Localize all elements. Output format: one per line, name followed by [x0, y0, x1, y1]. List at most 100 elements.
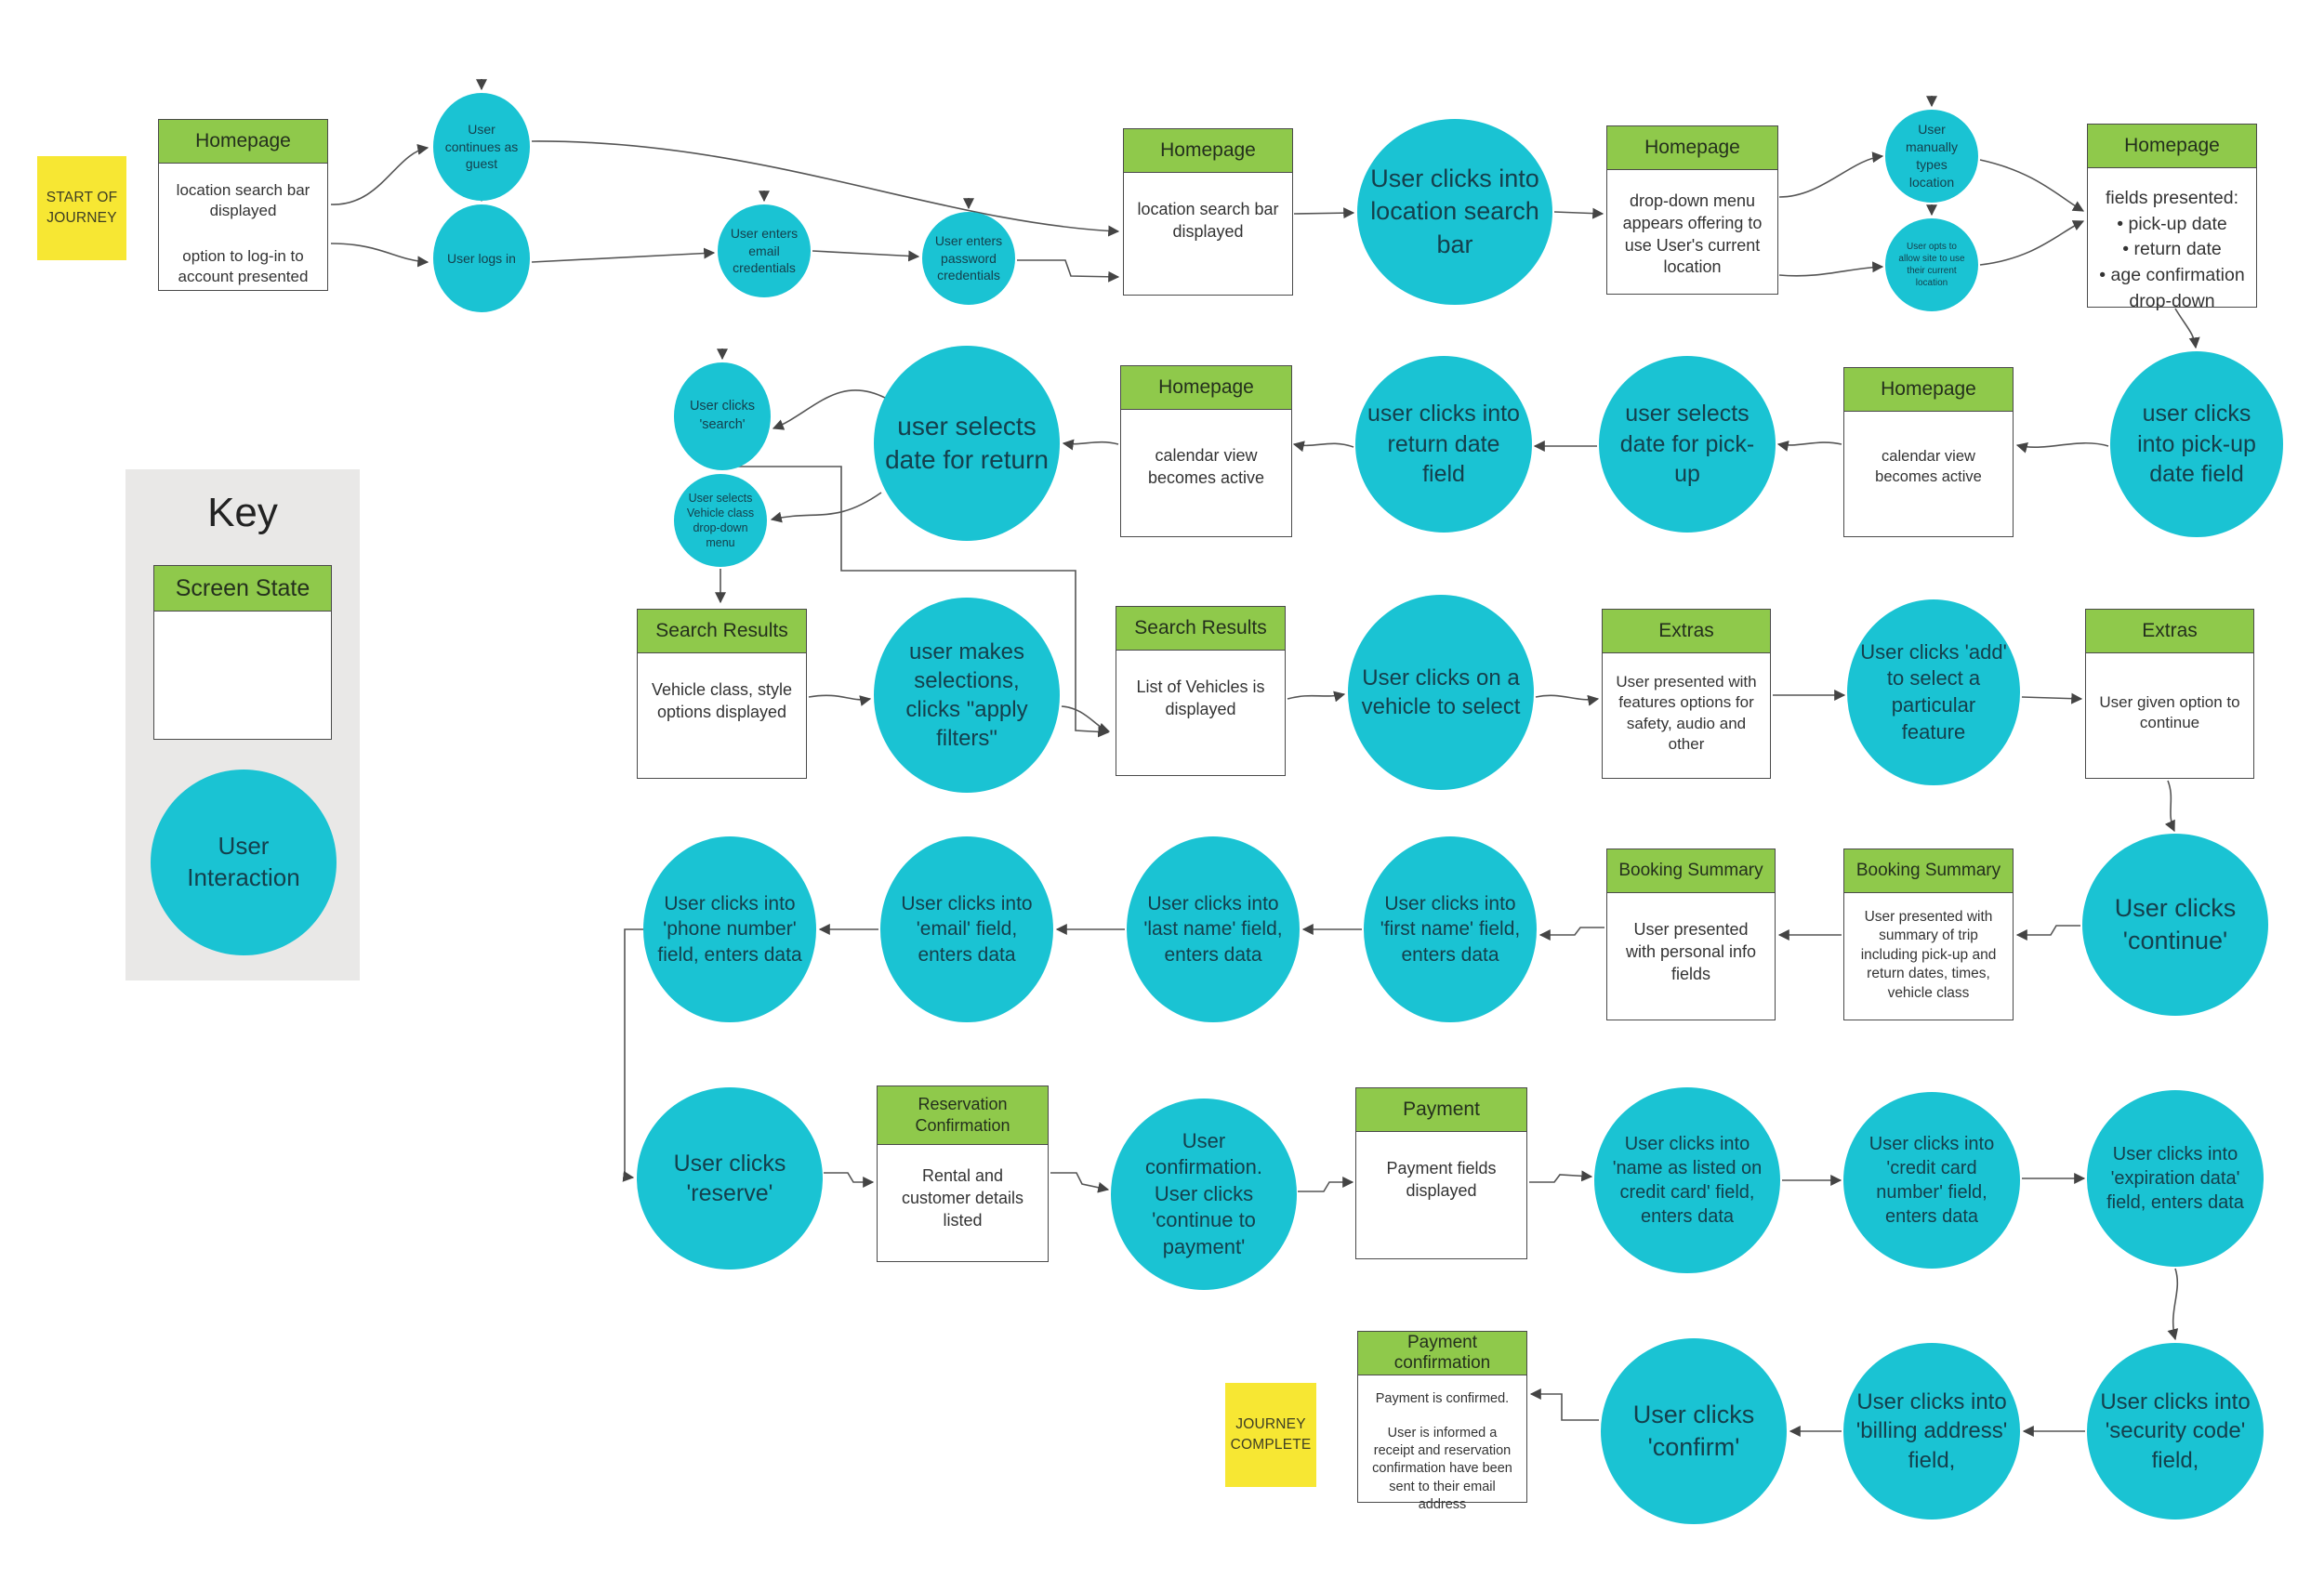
box-body: calendar view becomes active [1875, 448, 1982, 485]
circle-user-clicks-continue[interactable]: User clicks 'continue' [2082, 834, 2268, 1016]
screen-box-extras-continue[interactable]: Extras User given option to continue [2085, 609, 2254, 779]
circle-user-continues-to-payment[interactable]: User confirmation. User clicks 'continue… [1111, 1099, 1297, 1290]
circle-user-continues-as-guest[interactable]: User continues as guest [433, 93, 530, 201]
circle-user-enters-email-credentials[interactable]: User enters email credentials [718, 204, 811, 297]
box-header: Payment confirmation [1358, 1332, 1526, 1375]
connector-pay-namecc [1529, 1170, 1593, 1183]
screen-box-reservation-confirmation[interactable]: Reservation Confirmation Rental and cust… [877, 1085, 1049, 1262]
circle-user-manually-types-location[interactable]: User manually types location [1885, 110, 1978, 203]
circle-label: User clicks into 'first name' field, ent… [1380, 893, 1521, 966]
circle-user-clicks-reserve[interactable]: User clicks 'reserve' [637, 1087, 823, 1270]
connector-hp1-login [330, 243, 429, 268]
note-label: JOURNEY COMPLETE [1230, 1415, 1312, 1453]
circle-user-enters-security-code[interactable]: User clicks into 'security code' field, [2087, 1343, 2264, 1520]
circle-label: user selects date for return [885, 411, 1049, 474]
connector-emailcred-passcred [812, 250, 920, 262]
circle-user-enters-expiration[interactable]: User clicks into 'expiration data' field… [2087, 1090, 2264, 1267]
screen-box-search-results-filters[interactable]: Search Results Vehicle class, style opti… [637, 609, 807, 779]
circle-user-enters-phone-number[interactable]: User clicks into 'phone number' field, e… [643, 836, 816, 1022]
circle-label: User clicks into 'billing address' field… [1855, 1389, 2008, 1473]
key-title: Key [207, 490, 278, 535]
circle-label: User clicks into 'name as listed on cred… [1612, 1134, 1763, 1227]
screen-box-booking-summary-trip[interactable]: Booking Summary User presented with summ… [1843, 849, 2014, 1020]
circle-user-enters-cc-number[interactable]: User clicks into 'credit card number' fi… [1843, 1092, 2020, 1269]
box-header: Homepage [1124, 129, 1292, 173]
circle-user-enters-last-name[interactable]: User clicks into 'last name' field, ente… [1127, 836, 1300, 1022]
box-body: Rental and customer details listed [901, 1166, 1024, 1230]
circle-user-clicks-search[interactable]: User clicks 'search' [674, 362, 771, 470]
journey-complete-note[interactable]: JOURNEY COMPLETE [1225, 1383, 1316, 1487]
circle-label: User clicks into location search bar [1370, 164, 1539, 258]
connector-locbar-hp3 [1553, 207, 1604, 219]
circle-label: User clicks 'continue' [2114, 893, 2237, 954]
circle-label: User clicks on a vehicle to select [1361, 664, 1521, 719]
circle-user-logs-in[interactable]: User logs in [433, 204, 530, 312]
circle-user-enters-cc-name[interactable]: User clicks into 'name as listed on cred… [1594, 1087, 1780, 1273]
screen-box-homepage-searchbar[interactable]: Homepage location search bar displayed [1123, 128, 1293, 296]
box-header: Screen State [154, 566, 331, 612]
connector-passcred-hp2 [1017, 259, 1120, 283]
key-screen-state-sample[interactable]: Screen State [153, 565, 332, 740]
circle-user-enters-billing-address[interactable]: User clicks into 'billing address' field… [1843, 1343, 2020, 1520]
box-body: location search bar displayed [1137, 200, 1279, 241]
circle-user-selects-pickup-date[interactable]: user selects date for pick-up [1599, 356, 1776, 533]
circle-user-enters-first-name[interactable]: User clicks into 'first name' field, ent… [1364, 836, 1537, 1022]
circle-user-selects-vehicle-class[interactable]: User selects Vehicle class drop-down men… [674, 474, 767, 567]
connector-payconf-pay [1298, 1177, 1354, 1192]
box-header: Homepage [2088, 125, 2256, 168]
circle-user-clicks-return-date-field[interactable]: user clicks into return date field [1355, 356, 1532, 533]
circle-user-enters-password-credentials[interactable]: User enters password credentials [922, 212, 1015, 305]
circle-user-clicks-pickup-date-field[interactable]: user clicks into pick-up date field [2110, 351, 2283, 537]
start-of-journey-note[interactable]: START OF JOURNEY [37, 156, 126, 260]
box-body: User given option to continue [2099, 693, 2240, 732]
screen-box-extras-features[interactable]: Extras User presented with features opti… [1602, 609, 1771, 779]
connector-guest-hp2 [531, 140, 1120, 237]
circle-user-applies-filters[interactable]: user makes selections, clicks "apply fil… [874, 598, 1060, 793]
box-header: Homepage [159, 120, 327, 164]
box-header: Extras [1603, 610, 1770, 653]
circle-label: User clicks into 'expiration data' field… [2106, 1144, 2244, 1213]
circle-label: User clicks into 'last name' field, ente… [1143, 893, 1283, 966]
box-header: Homepage [1844, 368, 2013, 412]
circle-label: user clicks into return date field [1367, 401, 1520, 488]
circle-user-clicks-location-search-bar[interactable]: User clicks into location search bar [1357, 119, 1552, 305]
circle-user-enters-email[interactable]: User clicks into 'email' field, enters d… [880, 836, 1053, 1022]
box-header: Homepage [1121, 366, 1291, 410]
screen-box-homepage-calendar-pickup[interactable]: Homepage calendar view becomes active [1843, 367, 2014, 537]
circle-label: User clicks 'reserve' [673, 1150, 786, 1207]
connector-ex2-continue [2164, 780, 2175, 833]
circle-label: User manually types location [1905, 122, 1959, 190]
box-header: Extras [2086, 610, 2253, 653]
screen-box-payment-confirmation[interactable]: Payment confirmation Payment is confirme… [1357, 1331, 1527, 1512]
screen-box-payment[interactable]: Payment Payment fields displayed [1355, 1087, 1527, 1259]
circle-label: user selects date for pick-up [1619, 401, 1755, 488]
circle-label: User clicks 'confirm' [1632, 1400, 1755, 1461]
screen-box-homepage-fields[interactable]: Homepage fields presented:• pick-up date… [2087, 124, 2257, 311]
connector-hp2-locbar [1293, 207, 1355, 219]
connector-hp1-guest [330, 143, 429, 205]
circle-user-opts-allow-location[interactable]: User opts to allow site to use their cur… [1885, 218, 1978, 311]
circle-label: User enters email credentials [730, 225, 799, 276]
screen-box-homepage-dropdown[interactable]: Homepage drop-down menu appears offering… [1606, 125, 1778, 295]
connector-sr1-filters [808, 694, 872, 706]
box-body: User presented with summary of trip incl… [1860, 909, 1997, 1001]
circle-user-clicks-confirm[interactable]: User clicks 'confirm' [1601, 1338, 1787, 1524]
box-header: Booking Summary [1607, 849, 1775, 893]
screen-box-homepage-calendar-return[interactable]: Homepage calendar view becomes active [1120, 365, 1292, 537]
box-body: calendar view becomes active [1147, 446, 1265, 487]
connector-opts-hp4 [1979, 220, 2085, 266]
screen-box-booking-summary-personal[interactable]: Booking Summary User presented with pers… [1606, 849, 1776, 1020]
circle-user-clicks-vehicle[interactable]: User clicks on a vehicle to select [1348, 595, 1534, 790]
connector-returndate-vclass [770, 492, 882, 523]
key-user-interaction-sample[interactable]: User Interaction [151, 770, 337, 955]
connector-returndate-search [772, 389, 886, 430]
connector-confirm-pc [1529, 1388, 1599, 1421]
circle-user-selects-return-date[interactable]: user selects date for return [874, 346, 1060, 541]
connector-bs1-first [1538, 927, 1604, 941]
circle-label: User confirmation. User clicks 'continue… [1145, 1128, 1262, 1258]
box-header: Search Results [1116, 607, 1285, 651]
screen-box-search-results-list[interactable]: Search Results List of Vehicles is displ… [1116, 606, 1286, 776]
circle-user-clicks-add-feature[interactable]: User clicks 'add' to select a particular… [1847, 599, 2020, 785]
